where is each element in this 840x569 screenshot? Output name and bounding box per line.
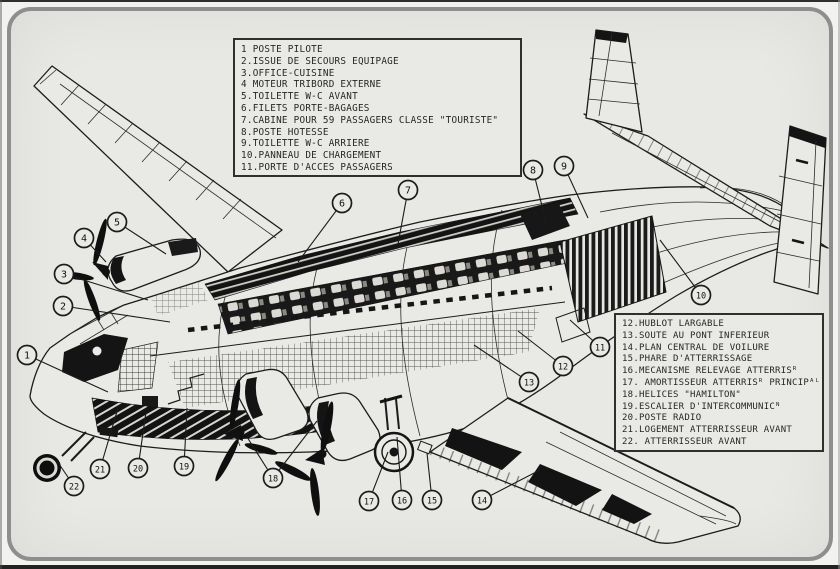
near-fin	[773, 125, 827, 295]
svg-text:20: 20	[133, 464, 143, 474]
legend-item: 12.HUBLOT LARGABLE	[622, 319, 725, 329]
callout-13: 13	[473, 344, 540, 393]
tail-empennage	[583, 29, 829, 295]
callout-16: 16	[391, 436, 413, 511]
svg-text:10: 10	[696, 291, 706, 301]
legend-item: 5.TOILETTE W-C AVANT	[241, 91, 358, 103]
far-fin	[585, 29, 643, 133]
legend-item: 18.HELICES "HAMILTON"	[622, 389, 742, 400]
legend-item: 1 POSTE PILOTE	[241, 44, 323, 55]
svg-text:17: 17	[364, 497, 374, 507]
callout-12: 12	[517, 330, 574, 377]
legend-item: 10.PANNEAU DE CHARGEMENT	[241, 150, 382, 162]
legend-item: 20.POSTE RADIO	[622, 413, 702, 424]
scan-edge-bottom	[0, 565, 840, 569]
callout-20: 20	[127, 411, 149, 479]
svg-text:22: 22	[69, 482, 79, 492]
svg-text:15: 15	[427, 496, 437, 506]
callout-14: 14	[471, 469, 541, 511]
callout-7: 7	[397, 179, 419, 245]
legend-item: 7.CABINE POUR 59 PASSAGERS CLASSE "TOURI…	[241, 114, 499, 126]
svg-text:16: 16	[397, 496, 407, 506]
legend-item: 3.OFFICE-CUISINE	[241, 67, 335, 79]
callout-19: 19	[173, 407, 195, 477]
landing-gear	[33, 394, 415, 482]
port-engines	[215, 368, 381, 516]
legend-item: 8.POSTE HOTESSE	[241, 126, 329, 138]
svg-text:1: 1	[24, 350, 30, 361]
rear-ribbed-wall	[559, 215, 667, 323]
svg-text:21: 21	[95, 465, 105, 475]
svg-text:12: 12	[558, 362, 568, 372]
instrument-rack	[117, 341, 159, 393]
callout-9: 9	[553, 155, 589, 219]
svg-text:7: 7	[405, 185, 411, 196]
callout-6: 6	[297, 192, 353, 263]
legend-item: 9.TOILETTE W-C ARRIERE	[241, 138, 370, 150]
callout-17: 17	[358, 451, 389, 512]
legend-item: 4 MOTEUR TRIBORD EXTERNE	[241, 79, 382, 91]
callout-3: 3	[53, 263, 149, 301]
passenger-door	[555, 307, 591, 343]
svg-text:5: 5	[114, 217, 120, 228]
callout-18: 18	[246, 420, 318, 489]
svg-text:19: 19	[179, 462, 189, 472]
svg-text:14: 14	[477, 496, 487, 506]
legend-item: 14.PLAN CENTRAL DE VOILURE	[622, 342, 770, 353]
legend-item: 16.MECANISME RELEVAGE ATTERRISᴿ	[622, 366, 798, 377]
callout-1: 1	[16, 344, 109, 393]
legend-item: 15.PHARE D'ATTERRISSAGE	[622, 354, 753, 365]
callout-10: 10	[659, 239, 712, 306]
callout-11: 11	[569, 319, 611, 358]
scan-edge-right	[838, 0, 840, 569]
svg-text:8: 8	[530, 165, 536, 176]
svg-text:6: 6	[339, 198, 345, 209]
callout-2: 2	[52, 295, 171, 323]
callout-5: 5	[106, 211, 167, 255]
svg-text:9: 9	[561, 161, 567, 172]
legend-item: 6.FILETS PORTE-BAGAGES	[241, 102, 370, 114]
legend-item: 2.ISSUE DE SECOURS EQUIPAGE	[241, 55, 399, 67]
callout-21: 21	[89, 407, 119, 480]
callout-22: 22	[56, 460, 85, 497]
port-wing	[416, 397, 741, 544]
callout-8: 8	[522, 159, 548, 227]
callout-15: 15	[421, 452, 443, 511]
legend-item: 19.ESCALIER D'INTERCOMMUNICᴺ	[622, 401, 781, 412]
legend-item: 11.PORTE D'ACCES PASSAGERS	[241, 161, 394, 173]
window-row	[187, 285, 553, 333]
legend-item: 13.SOUTE AU PONT INFERIEUR	[622, 330, 770, 341]
legend-item: 22. ATTERRISSEUR AVANT	[622, 436, 747, 447]
svg-text:2: 2	[60, 301, 66, 312]
svg-text:13: 13	[524, 378, 534, 388]
starboard-wing	[33, 65, 283, 273]
intercommunication-stair	[167, 373, 205, 405]
starboard-outer-engine	[58, 218, 202, 321]
svg-text:11: 11	[595, 343, 605, 353]
legend-item: 17. AMORTISSEUR ATTERRISᴿ PRINCIPᴬᴸ	[622, 377, 821, 388]
legend-item: 21.LOGEMENT ATTERRISSEUR AVANT	[622, 425, 793, 436]
scan-edge-top	[0, 0, 840, 2]
luggage-rack-band	[204, 197, 579, 301]
landing-light	[416, 440, 433, 455]
callout-4: 4	[73, 227, 107, 263]
svg-text:4: 4	[81, 233, 87, 244]
scan-edge-left	[0, 0, 2, 569]
svg-text:18: 18	[268, 474, 278, 484]
svg-text:3: 3	[61, 269, 67, 280]
cockpit-detail	[62, 334, 128, 382]
